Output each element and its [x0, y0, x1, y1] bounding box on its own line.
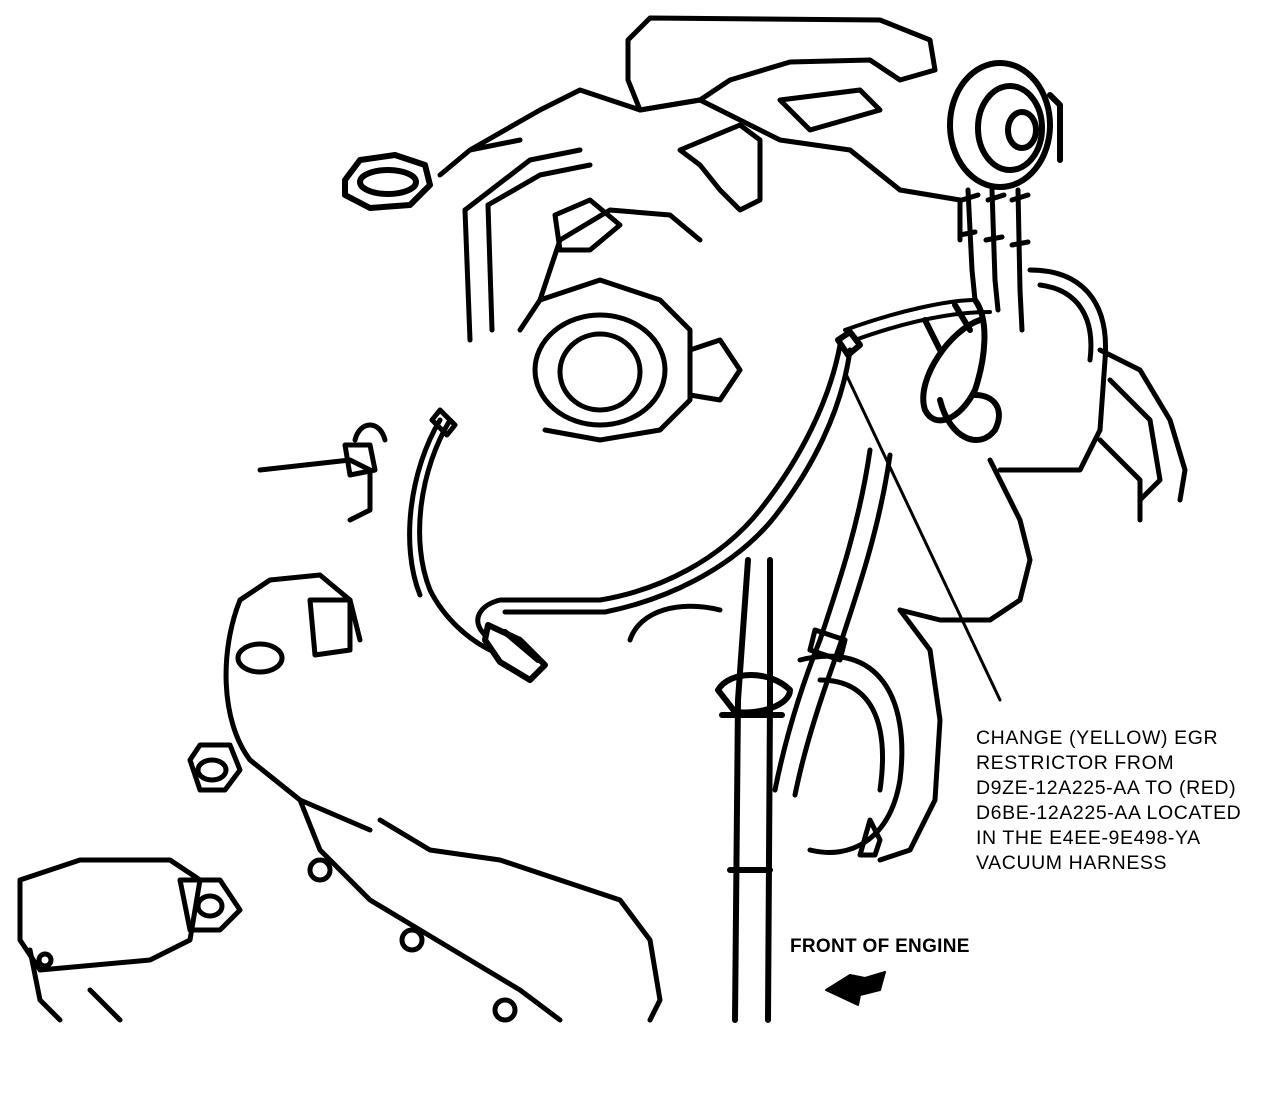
callout-line: RESTRICTOR FROM — [976, 752, 1175, 774]
pulley-assembly — [947, 60, 1063, 190]
throttle-body — [517, 197, 743, 443]
callout-line: VACUUM HARNESS — [976, 852, 1168, 874]
fan-housing — [897, 267, 1188, 623]
vacuum-hose-loop — [920, 297, 1002, 443]
transmission-housing — [17, 572, 663, 1023]
vacuum-line-egr — [475, 298, 992, 638]
bolt-heads — [36, 857, 518, 1023]
vacuum-hoses-right — [957, 187, 1031, 333]
oil-filler-cap — [342, 152, 433, 211]
valve-cover — [437, 15, 963, 243]
callout-line: D9ZE-12A225-AA TO (RED) — [976, 777, 1237, 799]
callout-line: IN THE E4EE-9E498-YA — [976, 827, 1201, 849]
timing-cover — [627, 603, 943, 863]
callout-leader-line — [843, 370, 1002, 702]
front-arrow — [825, 971, 886, 1006]
left-bracket — [257, 422, 388, 523]
callout-line: D6BE-12A225-AA LOCATED — [976, 802, 1242, 824]
egr-restrictor — [482, 622, 548, 683]
vacuum-line-left — [407, 407, 493, 653]
vacuum-harness-lower — [772, 447, 893, 798]
callout-line: CHANGE (YELLOW) EGR — [976, 727, 1219, 749]
front-of-engine-label: FRONT OF ENGINE — [790, 936, 970, 957]
dipstick-tube — [715, 557, 793, 1023]
egr-restrictor-callout: CHANGE (YELLOW) EGR RESTRICTOR FROM D9ZE… — [976, 726, 1276, 876]
upper-hose — [462, 147, 593, 343]
